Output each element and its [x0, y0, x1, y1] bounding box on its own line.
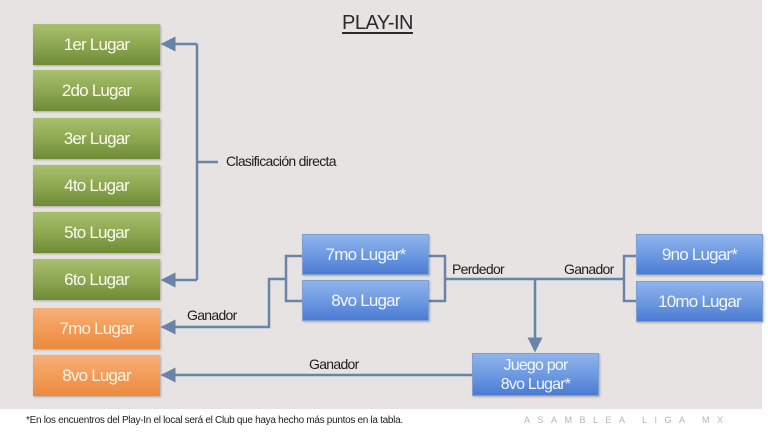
- place-label: 7mo Lugar: [59, 318, 134, 338]
- place-label: 5to Lugar: [64, 222, 129, 242]
- place-box-6: 6to Lugar: [33, 259, 160, 300]
- winner-a-label: Ganador: [187, 307, 237, 323]
- match-a-left-bracket: [284, 254, 302, 303]
- team-label: 7mo Lugar*: [325, 244, 407, 264]
- match-b-bottom: 10mo Lugar: [636, 281, 763, 322]
- footnote: *En los encuentros del Play-In el local …: [26, 415, 403, 426]
- place-label: 2do Lugar: [61, 80, 132, 100]
- place-label: 8vo Lugar: [62, 365, 131, 385]
- direct-label: Clasificación directa: [226, 153, 336, 169]
- winner-c-label: Ganador: [309, 356, 359, 372]
- place-box-2: 2do Lugar: [33, 70, 160, 111]
- page-title: PLAY-IN: [342, 12, 413, 34]
- place-label: 4to Lugar: [64, 175, 129, 195]
- brand-text: ASAMBLEA LIGA MX: [524, 415, 731, 425]
- match-c-line1: Juego por: [503, 356, 569, 374]
- place-box-3: 3er Lugar: [33, 118, 160, 159]
- team-label: 10mo Lugar: [658, 291, 742, 311]
- place-box-1: 1er Lugar: [33, 24, 160, 65]
- match-a-top: 7mo Lugar*: [302, 234, 429, 275]
- match-c-box: Juego por 8vo Lugar*: [472, 353, 599, 396]
- place-box-5: 5to Lugar: [33, 212, 160, 253]
- match-a-bottom: 8vo Lugar: [302, 280, 429, 321]
- team-label: 9no Lugar*: [661, 244, 738, 264]
- playin-slot-7: 7mo Lugar: [33, 308, 160, 349]
- match-a-right-bracket: [429, 254, 447, 303]
- playin-slot-8: 8vo Lugar: [33, 355, 160, 396]
- place-label: 3er Lugar: [63, 128, 130, 148]
- winner-b-label: Ganador: [564, 261, 614, 277]
- team-label: 8vo Lugar: [331, 290, 400, 310]
- loser-a-label: Perdedor: [452, 261, 505, 277]
- match-b-top: 9no Lugar*: [636, 234, 763, 275]
- place-label: 1er Lugar: [63, 34, 130, 54]
- match-c-line2: 8vo Lugar*: [500, 375, 571, 393]
- match-b-left-bracket: [622, 254, 636, 303]
- winner-a-line: [160, 277, 286, 335]
- place-box-4: 4to Lugar: [33, 165, 160, 206]
- place-label: 6to Lugar: [64, 269, 129, 289]
